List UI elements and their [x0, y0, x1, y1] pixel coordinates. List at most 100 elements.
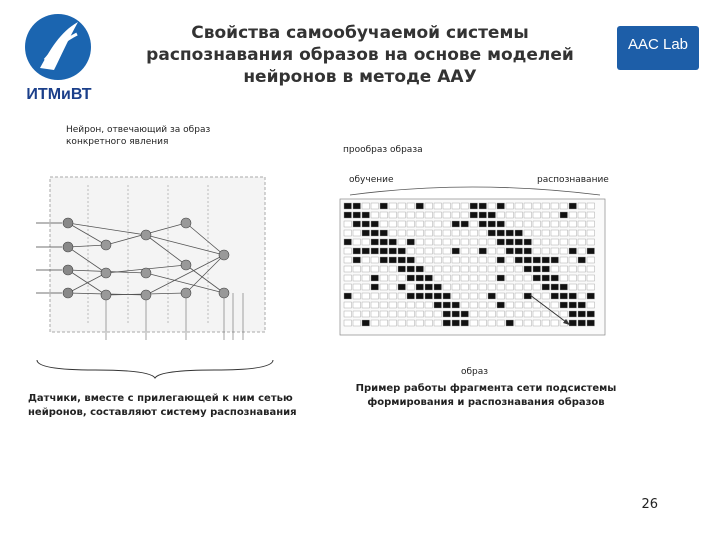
grid-cell: [388, 256, 397, 264]
grid-cell: [460, 220, 469, 228]
grid-cell: [352, 310, 361, 318]
grid-cell: [550, 301, 559, 309]
grid-cell: [460, 292, 469, 300]
grid-cell: [361, 265, 370, 273]
grid-cell: [559, 211, 568, 219]
slide-title: Свойства самообучаемой системы распознав…: [146, 23, 574, 87]
grid-cell: [469, 274, 478, 282]
grid-cell: [397, 319, 406, 327]
grid-cell: [424, 265, 433, 273]
grid-cell: [406, 310, 415, 318]
grid-cell: [415, 265, 424, 273]
grid-cell: [469, 211, 478, 219]
grid-cell: [514, 283, 523, 291]
grid-cell: [388, 247, 397, 255]
grid-cell: [406, 265, 415, 273]
grid-cell: [478, 310, 487, 318]
grid-cell: [496, 256, 505, 264]
grid-cell: [379, 301, 388, 309]
grid-cell: [343, 319, 352, 327]
grid-cell: [532, 229, 541, 237]
grid-cell: [451, 238, 460, 246]
grid-cell: [424, 202, 433, 210]
grid-cell: [505, 319, 514, 327]
grid-cell: [379, 202, 388, 210]
grid-cell: [568, 202, 577, 210]
grid-cell: [523, 319, 532, 327]
grid-cell: [469, 229, 478, 237]
grid-cell: [550, 229, 559, 237]
grid-cell: [568, 238, 577, 246]
grid-cell: [406, 256, 415, 264]
grid-cell: [568, 283, 577, 291]
grid-cell: [343, 292, 352, 300]
grid-cell: [559, 229, 568, 237]
grid-cell: [523, 283, 532, 291]
grid-cell: [415, 229, 424, 237]
grid-cell: [451, 292, 460, 300]
grid-cell: [523, 292, 532, 300]
grid-cell: [523, 310, 532, 318]
grid-cell: [370, 310, 379, 318]
grid-cell: [541, 202, 550, 210]
grid-cell: [343, 283, 352, 291]
grid-cell: [406, 238, 415, 246]
grid-cell: [478, 247, 487, 255]
grid-cell: [505, 274, 514, 282]
itmivt-logo: ИТМиВТ: [20, 10, 98, 108]
grid-cell: [415, 301, 424, 309]
grid-cell: [451, 274, 460, 282]
grid-cell: [478, 211, 487, 219]
grid-cell: [478, 220, 487, 228]
grid-cell: [433, 265, 442, 273]
grid-cell: [487, 301, 496, 309]
label-training: обучение: [349, 175, 394, 185]
grid-cell: [388, 310, 397, 318]
grid-cell: [379, 229, 388, 237]
grid-cell: [379, 256, 388, 264]
grid-cell: [496, 238, 505, 246]
grid-cell: [343, 202, 352, 210]
grid-cell: [352, 229, 361, 237]
grid-cell: [460, 202, 469, 210]
grid-cell: [523, 265, 532, 273]
grid-cell: [397, 220, 406, 228]
grid-cell: [577, 229, 586, 237]
grid-cell: [352, 220, 361, 228]
grid-cell: [442, 301, 451, 309]
grid-cell: [424, 283, 433, 291]
grid-cell: [379, 319, 388, 327]
grid-cell: [343, 256, 352, 264]
grid-cell: [442, 229, 451, 237]
grid-cell: [379, 220, 388, 228]
grid-cell: [460, 247, 469, 255]
grid-cell: [541, 256, 550, 264]
grid-cell: [523, 238, 532, 246]
label-recognition: распознавание: [537, 175, 609, 185]
grid-cell: [460, 310, 469, 318]
grid-cell: [397, 301, 406, 309]
grid-cell: [559, 202, 568, 210]
grid-cell: [442, 292, 451, 300]
grid-cell: [460, 229, 469, 237]
grid-cell: [559, 220, 568, 228]
grid-cell: [370, 211, 379, 219]
grid-cell: [406, 247, 415, 255]
grid-cell: [559, 301, 568, 309]
grid-cell: [343, 310, 352, 318]
grid-cell: [379, 238, 388, 246]
itmivt-logo-text: ИТМиВТ: [26, 86, 92, 103]
grid-cell: [397, 310, 406, 318]
grid-cell: [451, 247, 460, 255]
grid-cell: [343, 220, 352, 228]
grid-cell: [460, 301, 469, 309]
grid-cell: [424, 211, 433, 219]
grid-cell: [424, 301, 433, 309]
grid-cell: [397, 211, 406, 219]
grid-cell: [478, 256, 487, 264]
grid-cell: [586, 292, 595, 300]
grid-cell: [415, 310, 424, 318]
grid-cell: [397, 274, 406, 282]
grid-cell: [415, 256, 424, 264]
grid-cell: [379, 292, 388, 300]
